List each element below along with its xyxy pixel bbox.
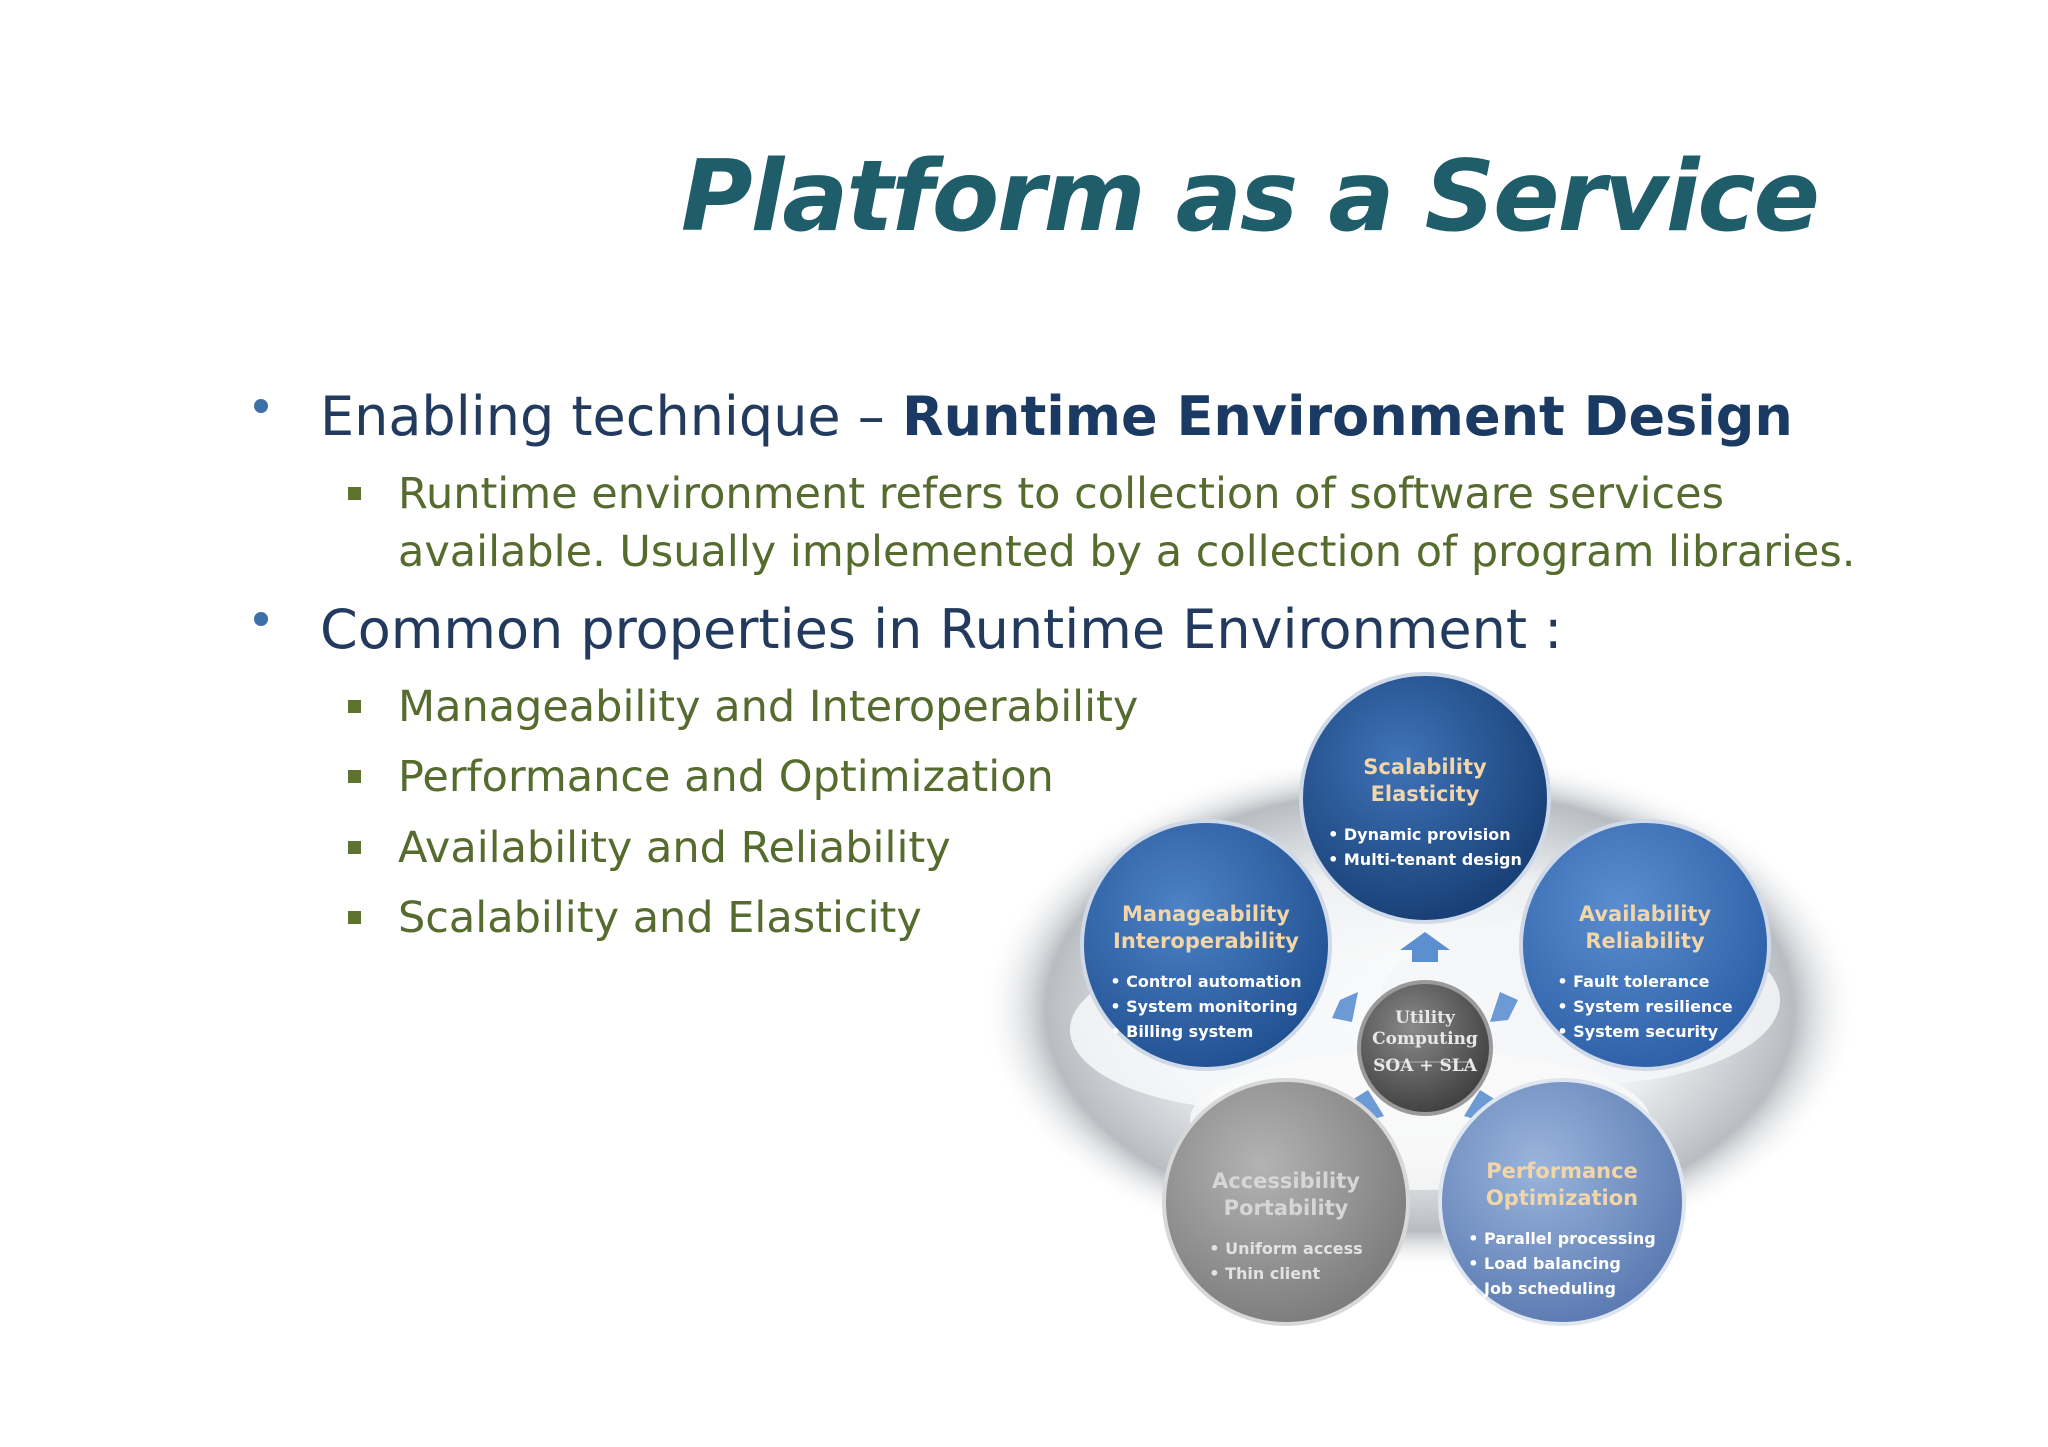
sub-bullet-square [348,487,361,500]
list-item: Dynamic provision [1328,822,1522,847]
center-line-2: Computing [1372,1029,1478,1049]
list-item: Thin client [1209,1261,1362,1286]
sub-bullet-square [348,700,361,713]
list-item: System monitoring [1110,994,1301,1019]
property-item: Availability and Reliability [348,819,951,877]
sub-bullet-square [348,841,361,854]
availability-items: Fault tolerance System resilience System… [1557,969,1733,1044]
list-item: Parallel processing [1468,1226,1656,1251]
slide-title: Platform as a Service [680,140,1820,254]
performance-heading: Performance Optimization [1485,1159,1639,1210]
accessibility-heading: Accessibility Portability [1212,1169,1360,1220]
scalability-items: Dynamic provision Multi-tenant design [1328,822,1522,872]
accessibility-text: Accessibility Portability Uniform access… [1186,1168,1386,1286]
bullet-common-properties-text: Common properties in Runtime Environment… [320,598,1563,661]
property-item: Scalability and Elasticity [348,889,922,947]
performance-text: Performance Optimization Parallel proces… [1457,1158,1667,1301]
sub-bullet-line-2: available. Usually implemented by a coll… [398,527,1856,577]
availability-heading: Availability Reliability [1578,902,1712,953]
arrow-left-icon [1332,992,1358,1022]
bullet-enabling-technique: Enabling technique – Runtime Environment… [254,385,1793,448]
scalability-text: Scalability Elasticity Dynamic provision… [1325,754,1525,872]
list-item: Job scheduling [1468,1276,1656,1301]
arrow-right-icon [1490,992,1518,1022]
bullet-dot [254,612,268,626]
manageability-text: Manageability Interoperability Control a… [1101,901,1311,1044]
sub-bullet-square [348,911,361,924]
bullet-common-properties: Common properties in Runtime Environment… [254,598,1563,661]
bullet-dot [254,399,268,413]
runtime-environment-diagram: Scalability Elasticity Dynamic provision… [980,670,1860,1360]
sub-bullet-square [348,770,361,783]
list-item: Load balancing [1468,1251,1656,1276]
sub-bullet-runtime-description: Runtime environment refers to collection… [348,465,1856,581]
utility-computing-text: Utility Computing SOA + SLA [1365,1008,1485,1077]
list-item: Billing system [1110,1019,1301,1044]
center-line-3: SOA + SLA [1373,1056,1477,1076]
list-item: System security [1557,1019,1732,1044]
center-line-1: Utility [1395,1008,1455,1028]
manageability-items: Control automation System monitoring Bil… [1110,969,1302,1044]
list-item: Control automation [1110,969,1302,994]
availability-text: Availability Reliability Fault tolerance… [1540,901,1750,1044]
scalability-heading: Scalability Elasticity [1363,755,1487,806]
list-item: Fault tolerance [1557,969,1732,994]
property-item: Performance and Optimization [348,748,1054,806]
circle-utility-computing [1357,980,1493,1116]
arrow-up-icon [1400,932,1450,962]
property-label: Performance and Optimization [398,752,1054,802]
manageability-heading: Manageability Interoperability [1113,902,1299,953]
performance-items: Parallel processing Load balancing Job s… [1468,1226,1656,1301]
list-item: Uniform access [1209,1236,1363,1261]
property-label: Scalability and Elasticity [398,893,922,943]
bullet-prefix: Enabling technique – [320,385,902,448]
list-item: System resilience [1557,994,1733,1019]
bullet-bold: Runtime Environment Design [901,385,1793,448]
list-item: Multi-tenant design [1328,847,1522,872]
property-label: Availability and Reliability [398,823,951,873]
property-item: Manageability and Interoperability [348,678,1139,736]
property-label: Manageability and Interoperability [398,682,1139,732]
sub-bullet-line-1: Runtime environment refers to collection… [398,469,1725,519]
accessibility-items: Uniform access Thin client [1209,1236,1363,1286]
